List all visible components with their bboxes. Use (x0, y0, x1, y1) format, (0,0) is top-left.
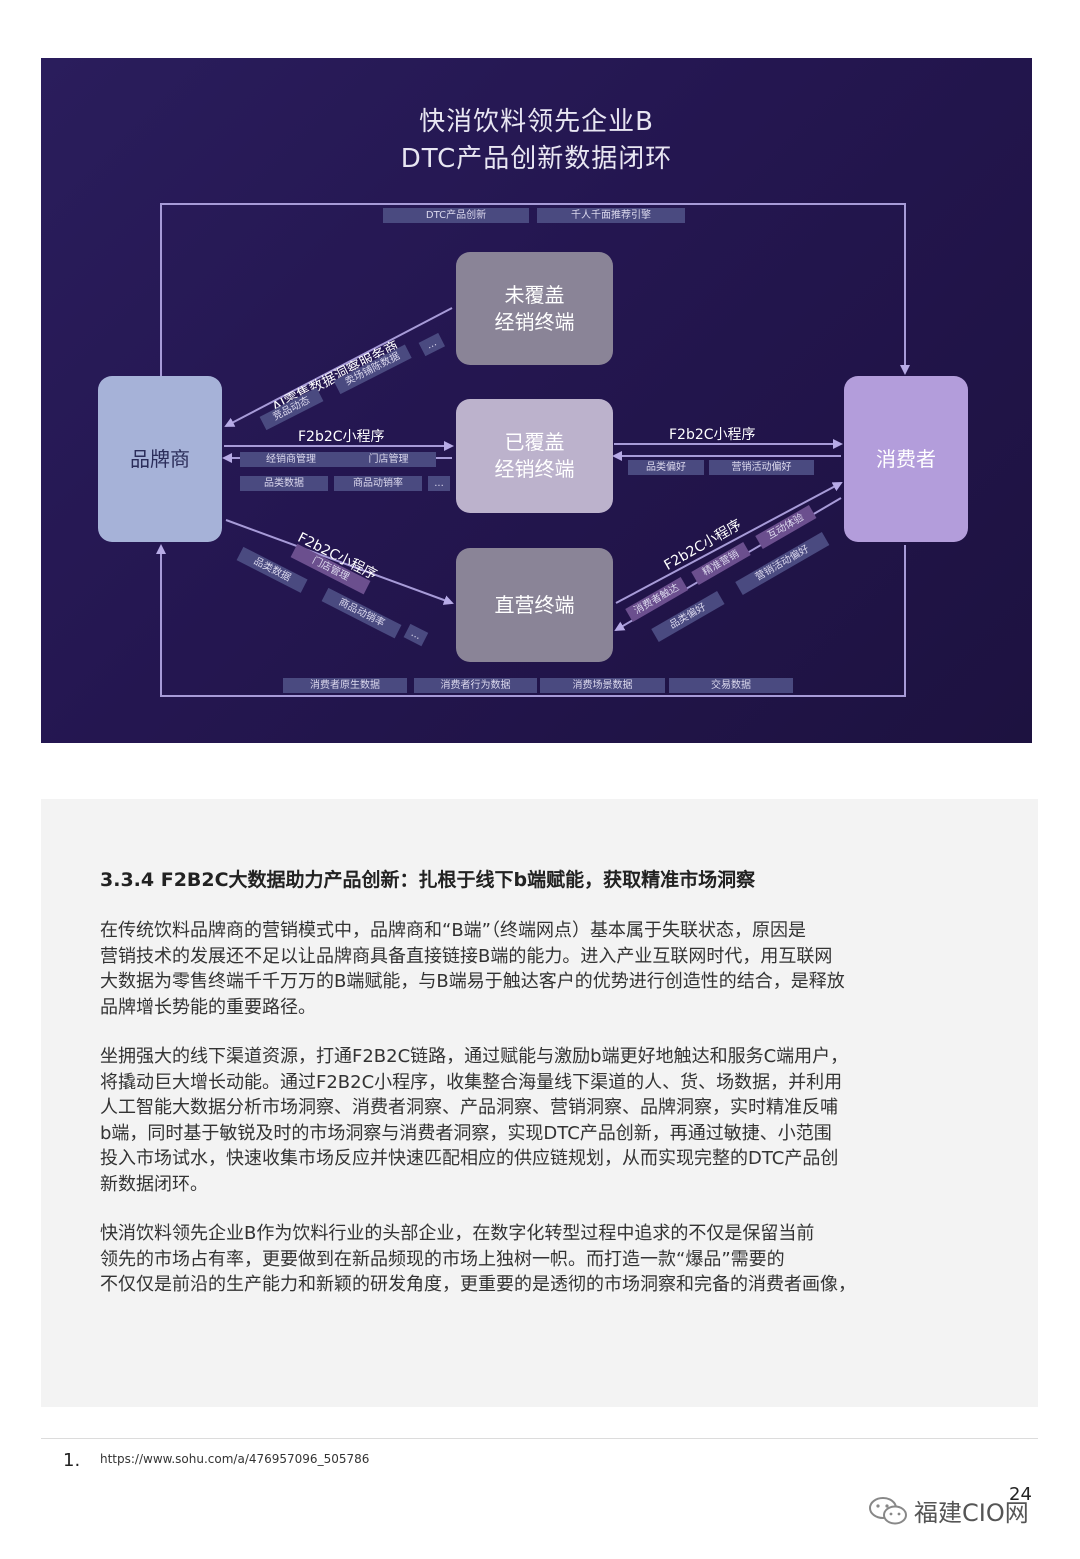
tag-transaction-data: 交易数据 (669, 678, 793, 693)
paragraph-1-line: 大数据为零售终端千千万万的B端赋能，与B端易于触达客户的优势进行创造性的结合，是… (100, 971, 845, 992)
paragraph-3-line: 领先的市场占有率，更要做到在新品频现的市场上独树一帜。而打造一款“爆品”需要的 (100, 1248, 785, 1270)
paragraph-2-line: 坐拥强大的线下渠道资源，打通F2B2C链路，通过赋能与激励b端更好地触达和服务C… (100, 1046, 849, 1067)
section-title: 3.3.4 F2B2C大数据助力产品创新：扎根于线下b端赋能，获取精准市场洞察 (100, 869, 756, 891)
paragraph-2-line: 投入市场试水，快速收集市场反应并快速匹配相应的供应链规划，从而实现完整的DTC产… (100, 1148, 839, 1169)
tag-consumer-native-data: 消费者原生数据 (283, 678, 407, 693)
tag-more-covered: ... (428, 476, 450, 491)
tag-campaign-preference: 营销活动偏好 (709, 460, 814, 475)
diagram-title-line1: 快消饮料领先企业B (419, 107, 654, 137)
paragraph-3: 快消饮料领先企业B作为饮料行业的头部企业，在数字化转型过程中追求的不仅是保留当前… (100, 1221, 980, 1298)
footnote-url[interactable]: https://www.sohu.com/a/476957096_505786 (100, 1452, 370, 1466)
paragraph-3-line: 不仅仅是前沿的生产能力和新颖的研发角度，更重要的是透彻的市场洞察和完备的消费者画… (100, 1274, 856, 1295)
node-brand: 品牌商 (98, 376, 222, 542)
paragraph-1-line: 在传统饮料品牌商的营销模式中，品牌商和“B端”（终端网点）基本属于失联状态，原因… (100, 920, 806, 941)
diagram-title-line2: DTC产品创新数据闭环 (400, 144, 673, 174)
node-uncovered-terminal: 未覆盖 经销终端 (456, 252, 613, 365)
paragraph-2-line: 新数据闭环。 (100, 1173, 208, 1195)
data-loop-diagram: 快消饮料领先企业B DTC产品创新数据闭环 DTC产品创新 千人千面推荐引擎 品… (41, 58, 1032, 743)
loop-top-line (160, 203, 910, 376)
covered-left-label: F2b2C小程序 (298, 429, 385, 445)
tag-category-data: 品类数据 (240, 476, 328, 491)
covered-right-label: F2b2C小程序 (669, 427, 756, 443)
node-covered-terminal: 已覆盖 经销终端 (456, 399, 613, 513)
footnote-number: 1. (63, 1450, 81, 1471)
tag-sales-rate: 商品动销率 (334, 476, 422, 491)
article-panel: 3.3.4 F2B2C大数据助力产品创新：扎根于线下b端赋能，获取精准市场洞察 … (41, 799, 1038, 1407)
footnote-divider (41, 1438, 1038, 1439)
paragraph-2-line: 人工智能大数据分析市场洞察、消费者洞察、产品洞察、营销洞察、品牌洞察，实时精准反… (100, 1097, 838, 1118)
tag-consumer-behavior-data: 消费者行为数据 (414, 678, 537, 693)
tag-recommendation-engine: 千人千面推荐引擎 (537, 208, 685, 223)
paragraph-1-line: 营销技术的发展还不足以让品牌商具备直接链接B端的能力。进入产业互联网时代，用互联… (100, 945, 833, 967)
tag-dtc-innovation: DTC产品创新 (383, 208, 529, 223)
tag-store-mgmt: 门店管理 (341, 452, 436, 467)
loop-bottom-line (156, 544, 906, 697)
watermark: 福建CIO网 (868, 1493, 1029, 1528)
paragraph-2-line: 将撬动巨大增长动能。通过F2B2C小程序，收集整合海量线下渠道的人、货、场数据，… (100, 1071, 843, 1093)
node-consumer: 消费者 (844, 376, 968, 542)
brand-to-direct-arrow (225, 519, 454, 605)
node-direct-terminal: 直营终端 (456, 548, 613, 662)
tag-dealer-mgmt: 经销商管理 (240, 452, 342, 467)
watermark-text: 福建CIO网 (914, 1499, 1029, 1527)
paragraph-2: 坐拥强大的线下渠道资源，打通F2B2C链路，通过赋能与激励b端更好地触达和服务C… (100, 1044, 980, 1197)
wechat-icon (869, 1496, 907, 1524)
tag-category-preference: 品类偏好 (628, 460, 704, 475)
paragraph-1: 在传统饮料品牌商的营销模式中，品牌商和“B端”（终端网点）基本属于失联状态，原因… (100, 918, 980, 1020)
tag-scenario-data: 消费场景数据 (540, 678, 665, 693)
paragraph-2-line: b端，同时基于敏锐及时的市场洞察与消费者洞察，实现DTC产品创新，再通过敏捷、小… (100, 1122, 832, 1144)
direct-to-consumer-arrow (615, 482, 843, 604)
ai-arrow (224, 307, 453, 427)
paragraph-3-line: 快消饮料领先企业B作为饮料行业的头部企业，在数字化转型过程中追求的不仅是保留当前 (100, 1223, 815, 1244)
paragraph-1-line: 品牌增长势能的重要路径。 (100, 996, 316, 1018)
page-number: 24 (1009, 1484, 1032, 1505)
